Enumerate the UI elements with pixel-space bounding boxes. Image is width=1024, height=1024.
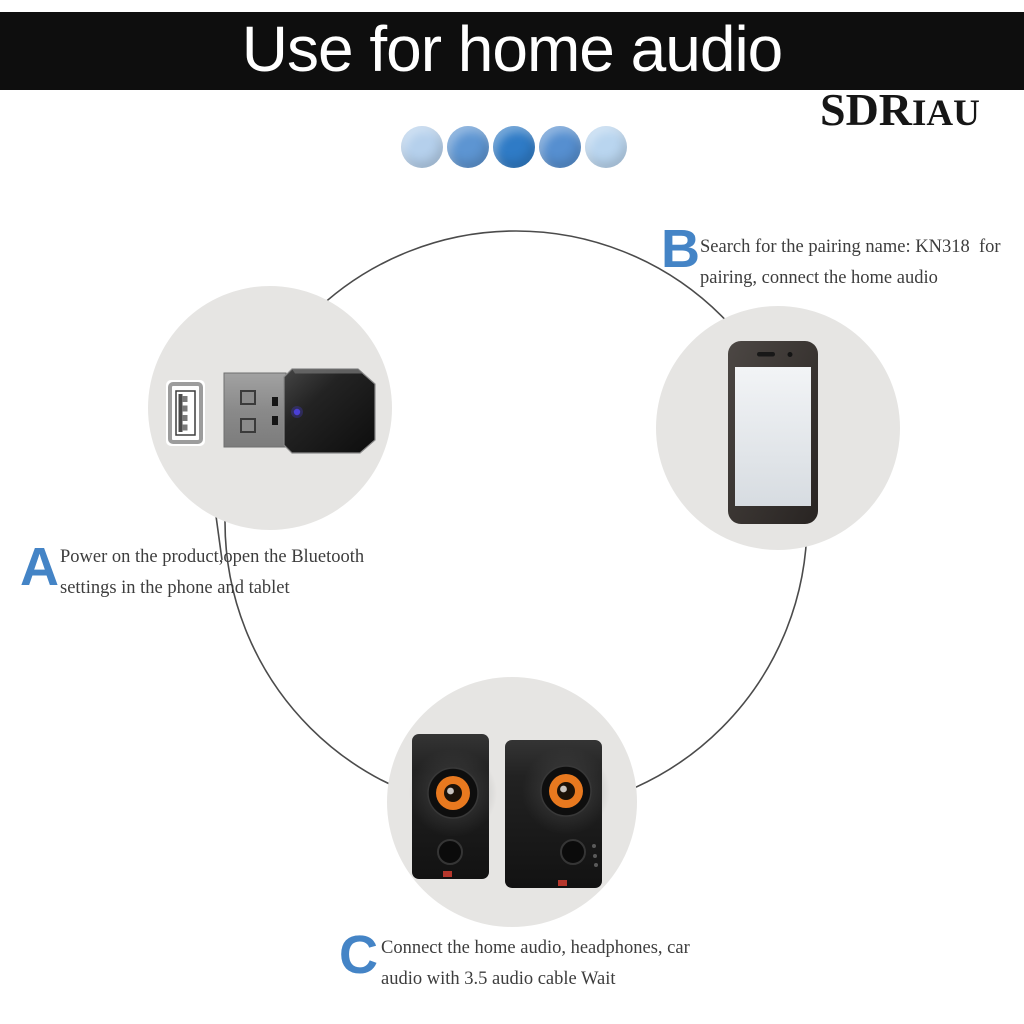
step-a-connector-line (215, 515, 223, 561)
step-c-letter: C (339, 925, 378, 985)
speaker-button (592, 844, 596, 848)
brand-prefix: SDR (820, 84, 913, 135)
step-b-letter: B (661, 219, 700, 279)
progress-dots (401, 126, 627, 168)
progress-dot (539, 126, 581, 168)
speaker-right (505, 740, 610, 888)
adapter-body (283, 368, 376, 454)
progress-dot (401, 126, 443, 168)
step-b-text: Search for the pairing name: KN318 for p… (700, 232, 1001, 294)
progress-dot (447, 126, 489, 168)
speaker-button (594, 863, 598, 867)
progress-dot (493, 126, 535, 168)
speaker-port-hole (560, 839, 586, 865)
stereo-speakers-illustration (409, 734, 610, 888)
speaker-logo (443, 871, 452, 877)
page-title: Use for home audio (241, 13, 784, 85)
step-a-text: Power on the product,open the Bluetooth … (60, 542, 364, 604)
phone-speaker-slit (757, 352, 775, 357)
adapter-led (293, 408, 301, 416)
step-c-line-2: audio with 3.5 audio cable Wait (381, 969, 616, 989)
speaker-logo (558, 880, 567, 886)
phone-camera-dot (787, 352, 793, 357)
step-c-line-1: Connect the home audio, headphones, car (381, 938, 690, 958)
usb-bluetooth-adapter-illustration (166, 368, 376, 454)
step-a-line-2: settings in the phone and tablet (60, 578, 290, 598)
speaker-port-hole (437, 839, 463, 865)
progress-dot (585, 126, 627, 168)
usb-plug (223, 372, 287, 448)
step-a-letter: A (20, 537, 59, 597)
step-c-text: Connect the home audio, headphones, car … (381, 933, 690, 995)
phone-screen (735, 367, 811, 506)
step-a-line-1: Power on the product,open the Bluetooth (60, 547, 365, 567)
brand-watermark: SDRIAU (820, 87, 980, 143)
smartphone-illustration (728, 341, 818, 524)
step-b-line-1: Search for the pairing name: KN318 for (700, 237, 1001, 257)
speaker-button (593, 854, 597, 858)
top-banner: Use for home audio (0, 12, 1024, 90)
brand-suffix: IAU (912, 93, 980, 134)
usb-port-icon (166, 380, 205, 446)
speaker-left (409, 734, 497, 879)
step-b-line-2: pairing, connect the home audio (700, 268, 938, 288)
